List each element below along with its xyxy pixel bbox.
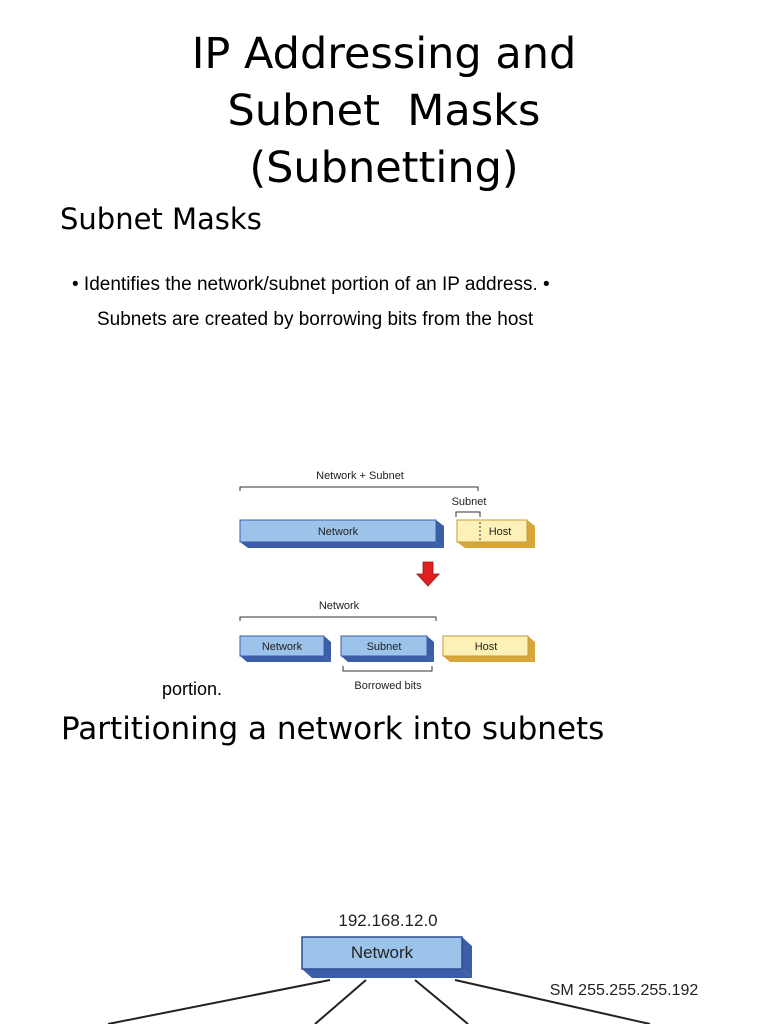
title-line-1: IP Addressing and [191, 29, 577, 79]
bottom-host-bar: Host [442, 635, 535, 662]
bullet-text-line-1: • Identifies the network/subnet portion … [72, 274, 550, 295]
bottom-subnet-bar: Subnet [340, 635, 434, 662]
borrowed-bits-label: Borrowed bits [354, 680, 422, 692]
borrowing-bits-diagram: Network + Subnet Subnet Network Host Net… [239, 470, 535, 692]
subnet-bracket [455, 511, 481, 517]
network-box: Network [301, 936, 472, 978]
network-subnet-bracket [239, 486, 479, 491]
bullet-text-line-3: portion. [162, 679, 223, 699]
network-box-label: Network [351, 943, 414, 962]
bottom-network-label: Network [262, 641, 303, 653]
partition-diagram: 192.168.12.0 Network SM 255.255.255.192 [107, 911, 699, 1024]
subnet-masks-heading: Subnet Masks [60, 202, 262, 236]
title-line-3: (Subnetting) [249, 143, 519, 193]
branch-lines [107, 979, 651, 1024]
top-host-label: Host [489, 526, 512, 538]
page-title: IP Addressing and Subnet Masks (Subnetti… [0, 26, 768, 197]
top-host-bar: Host [456, 519, 535, 548]
bottom-host-label: Host [475, 641, 498, 653]
network-subnet-bracket-label: Network + Subnet [316, 470, 404, 482]
subnet-bracket-label: Subnet [452, 496, 487, 508]
bottom-network-bar: Network [239, 635, 331, 662]
subnet-mask-label: SM 255.255.255.192 [550, 982, 699, 999]
bullet-text-line-2: Subnets are created by borrowing bits fr… [97, 309, 534, 330]
bottom-subnet-label: Subnet [367, 641, 402, 653]
ip-address-label: 192.168.12.0 [338, 911, 437, 930]
partitioning-heading: Partitioning a network into subnets [61, 711, 605, 747]
top-network-label: Network [318, 526, 359, 538]
title-line-2: Subnet Masks [227, 86, 541, 136]
network-bracket [239, 616, 437, 621]
top-network-bar: Network [239, 519, 444, 548]
network-bracket-label: Network [319, 600, 360, 612]
down-arrow-icon [416, 561, 440, 587]
borrowed-bits-bracket [342, 666, 433, 672]
